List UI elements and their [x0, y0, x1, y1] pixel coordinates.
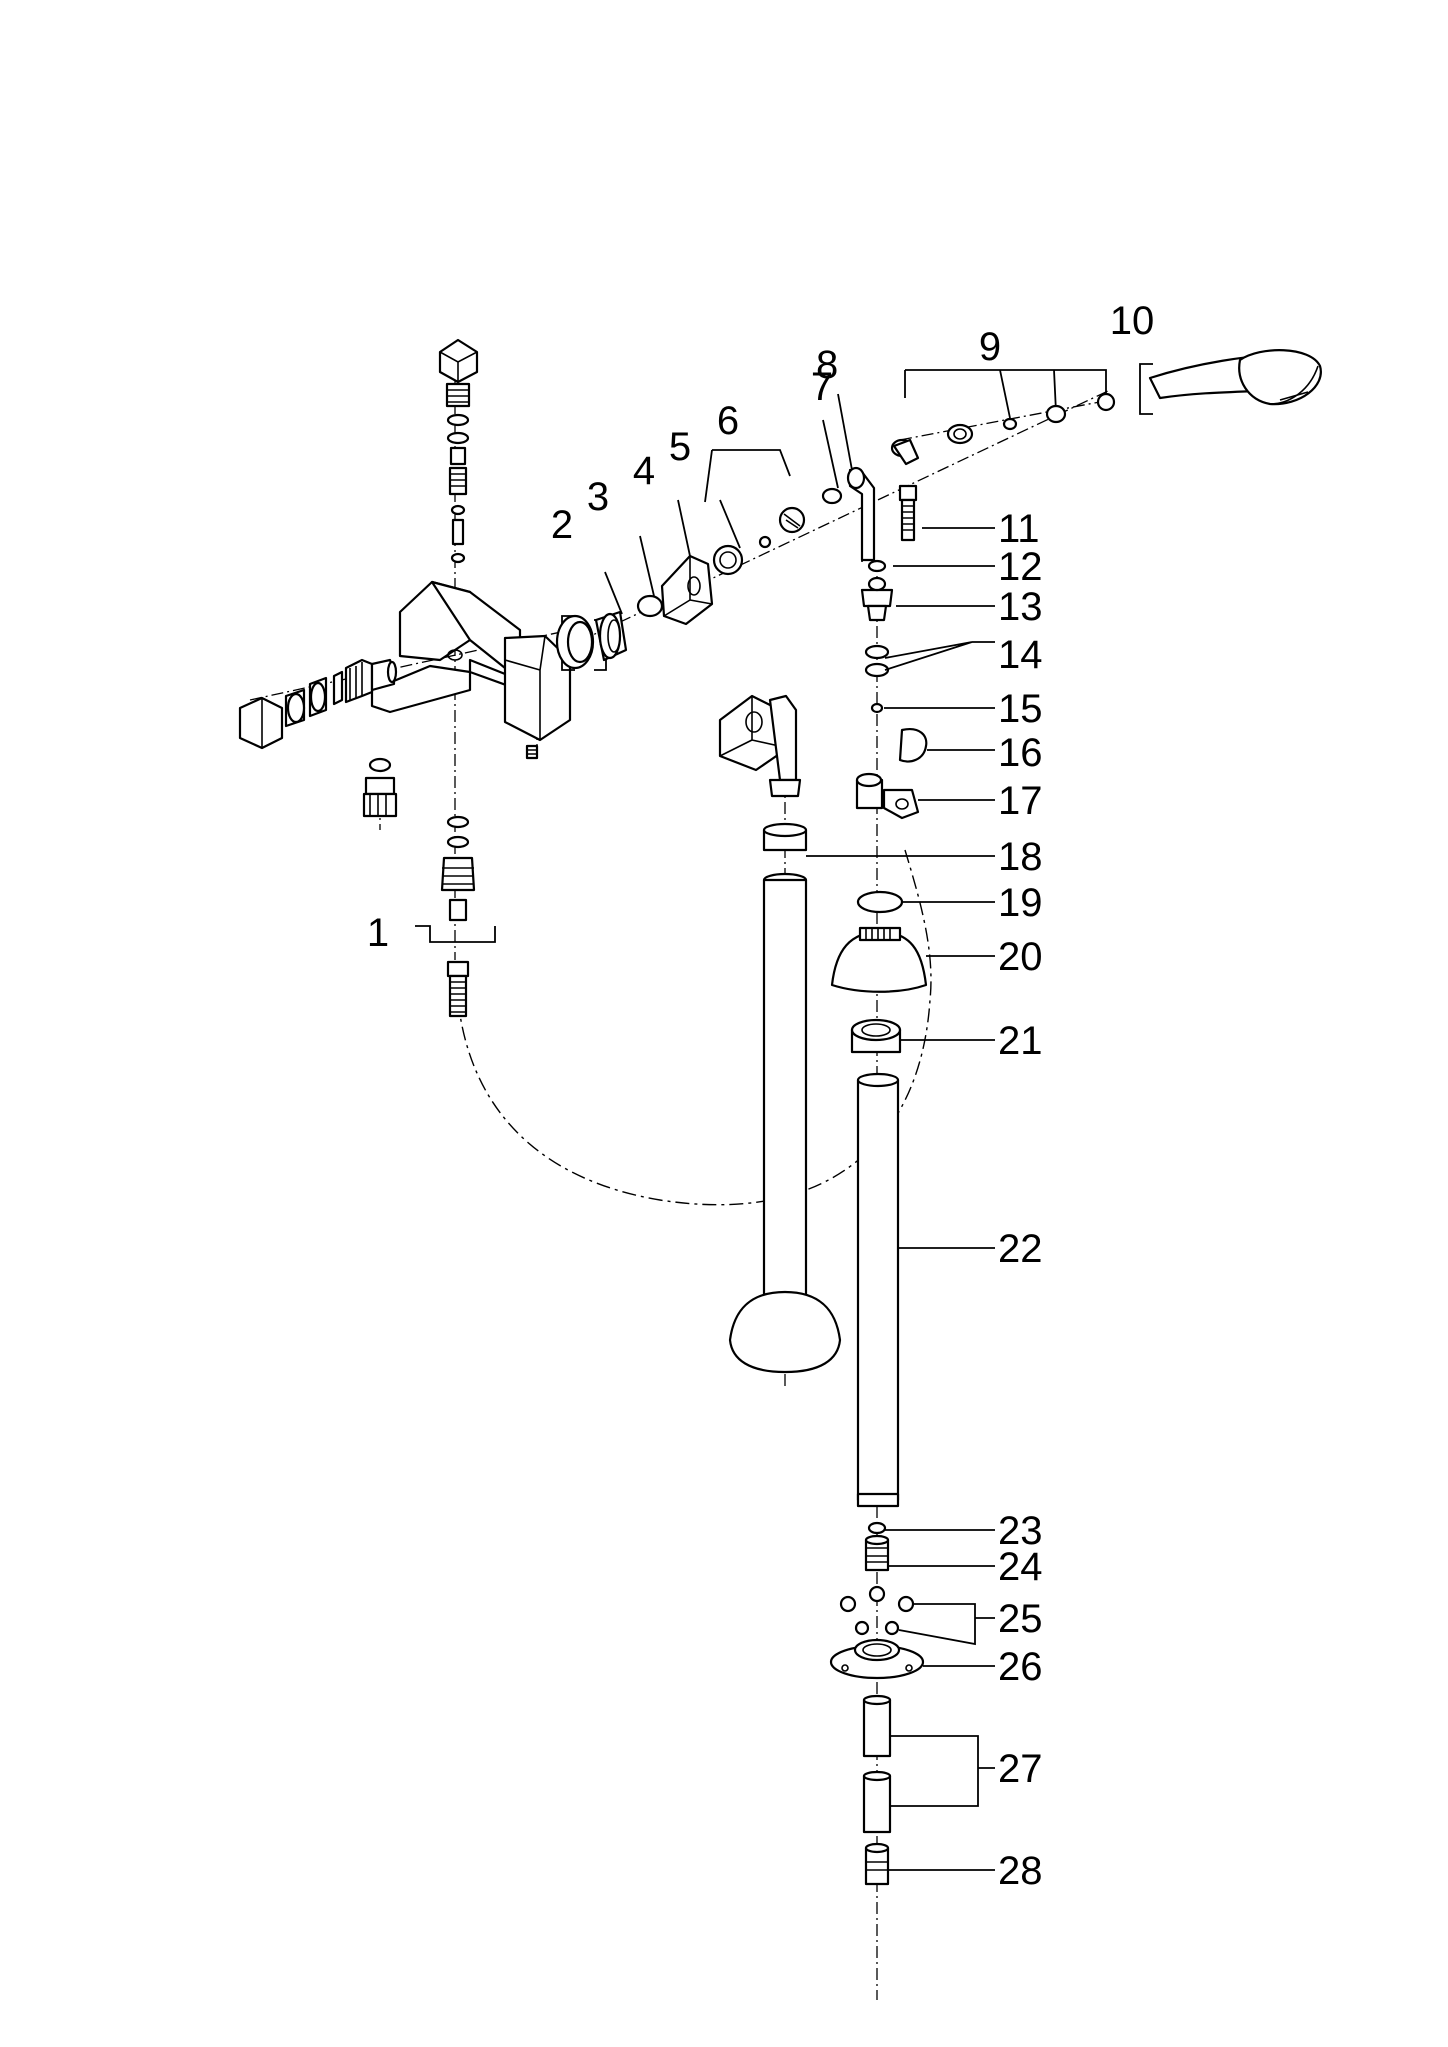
label-7: 7 [811, 365, 833, 409]
leader-lines [604, 393, 995, 1871]
label-6: 6 [717, 399, 739, 443]
hose-line [457, 849, 932, 1206]
label-17: 17 [998, 779, 1043, 823]
label-4: 4 [633, 449, 655, 493]
label-25: 25 [998, 1597, 1043, 1641]
spout-parts [555, 466, 876, 670]
label-8: 8 [816, 343, 838, 387]
label-10: 10 [1110, 299, 1155, 343]
part-number-labels: 1 2 3 4 5 6 7 8 9 10 11 12 13 14 15 16 1… [367, 299, 1154, 1893]
hand-shower [890, 349, 1322, 542]
center-lines [249, 380, 1111, 2000]
label-24: 24 [998, 1545, 1043, 1589]
label-3: 3 [587, 475, 609, 519]
label-26: 26 [998, 1645, 1043, 1689]
label-21: 21 [998, 1019, 1043, 1063]
label-12: 12 [998, 545, 1043, 589]
label-5: 5 [669, 425, 691, 469]
label-2: 2 [551, 503, 573, 547]
label-1: 1 [367, 911, 389, 955]
label-15: 15 [998, 687, 1043, 731]
label-22: 22 [998, 1227, 1043, 1271]
label-19: 19 [998, 881, 1043, 925]
label-28: 28 [998, 1849, 1043, 1893]
label-11: 11 [998, 507, 1040, 551]
label-18: 18 [998, 835, 1043, 879]
label-20: 20 [998, 935, 1043, 979]
brackets [415, 363, 1153, 943]
label-13: 13 [998, 585, 1043, 629]
assembled-standpipe [718, 694, 842, 1374]
mixer-assembly [238, 338, 572, 1018]
label-27: 27 [998, 1747, 1043, 1791]
label-9: 9 [979, 325, 1001, 369]
label-16: 16 [998, 731, 1043, 775]
label-14: 14 [998, 633, 1043, 677]
label-23: 23 [998, 1509, 1043, 1553]
right-column-parts [829, 559, 928, 1886]
